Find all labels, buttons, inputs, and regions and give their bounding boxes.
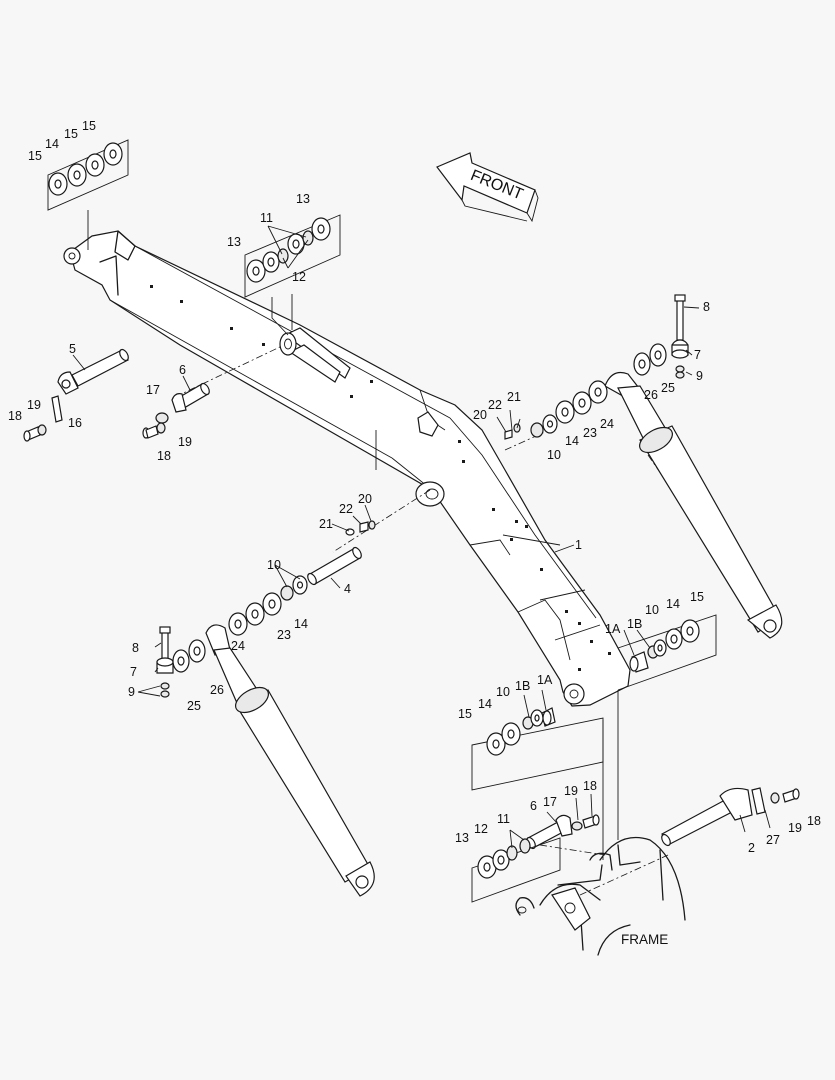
- callout: 1A: [605, 622, 621, 636]
- callout: 17: [146, 383, 160, 397]
- callout: 14: [565, 434, 579, 448]
- left-cylinder: [205, 624, 375, 897]
- callout: 18: [8, 409, 22, 423]
- callout: 4: [344, 582, 351, 596]
- washers-bottom-right: [617, 614, 717, 840]
- callout: 21: [507, 390, 521, 404]
- callout: 11: [497, 812, 510, 826]
- callout: 23: [583, 426, 597, 440]
- callout: 19: [564, 784, 578, 798]
- front-arrow: FRONT: [436, 152, 539, 223]
- callout: 13: [455, 831, 469, 845]
- pin-6-bottom: [526, 814, 600, 850]
- callout: 15: [458, 707, 472, 721]
- callout: 13: [296, 192, 310, 206]
- callout: 8: [132, 641, 139, 655]
- callout: 13: [227, 235, 241, 249]
- callout: 19: [178, 435, 192, 449]
- callout: 1B: [515, 679, 530, 693]
- frame-label: FRAME: [621, 932, 668, 947]
- callout: 20: [358, 492, 372, 506]
- callout: 18: [583, 779, 597, 793]
- callout: 16: [68, 416, 82, 430]
- callout: 1: [575, 538, 582, 552]
- callout: 14: [294, 617, 308, 631]
- callout: 18: [157, 449, 171, 463]
- callout: 10: [496, 685, 510, 699]
- callout: 19: [788, 821, 802, 835]
- callout: 7: [694, 348, 701, 362]
- callout: 15: [64, 127, 78, 141]
- callout: 6: [179, 363, 186, 377]
- pin-6-top: [142, 382, 210, 439]
- pin-4: [307, 520, 376, 586]
- callout: 14: [666, 597, 680, 611]
- callout: 18: [807, 814, 821, 828]
- callout: 24: [231, 639, 245, 653]
- callout: 6: [530, 799, 537, 813]
- callout: 25: [661, 381, 675, 395]
- boom-body: [63, 230, 631, 707]
- callout: 24: [600, 417, 614, 431]
- washers-middle-right: [504, 343, 667, 440]
- callout: 25: [187, 699, 201, 713]
- callout: 11: [260, 211, 273, 225]
- callout: 10: [267, 558, 281, 572]
- callout: 7: [130, 665, 137, 679]
- callout: 23: [277, 628, 291, 642]
- callout: 15: [690, 590, 704, 604]
- washers-top-middle: [244, 214, 341, 336]
- callout: 9: [128, 685, 135, 699]
- callout: 10: [547, 448, 561, 462]
- frame-outline: FRAME: [515, 836, 686, 956]
- callout: 26: [210, 683, 224, 697]
- callout: 17: [543, 795, 557, 809]
- callout: 26: [644, 388, 658, 402]
- callout: 10: [645, 603, 659, 617]
- callout: 1A: [537, 673, 553, 687]
- callout: 20: [473, 408, 487, 422]
- washers-top-left: [47, 139, 129, 250]
- callout: 9: [696, 369, 703, 383]
- washers-bottom-frame: [471, 837, 561, 903]
- callout: 12: [474, 822, 488, 836]
- callout-labels: 1 1A 1B 1A 1B 2 4 5 6 6 7 7 8 8 9 9 10 1…: [8, 119, 821, 855]
- right-cylinder: [604, 371, 783, 639]
- callout: 14: [478, 697, 492, 711]
- washers-bottom-left: [471, 707, 604, 860]
- pin-2: [661, 787, 800, 847]
- callout: 19: [27, 398, 41, 412]
- callout: 22: [339, 502, 353, 516]
- pin-5: [23, 348, 129, 442]
- callout: 21: [319, 517, 333, 531]
- callout: 12: [292, 270, 306, 284]
- callout: 14: [45, 137, 59, 151]
- leader-lines: [72, 225, 771, 849]
- callout: 2: [748, 841, 755, 855]
- callout: 15: [28, 149, 42, 163]
- bolt-assembly-right: [671, 294, 689, 379]
- callout: 1B: [627, 617, 642, 631]
- callout: 15: [82, 119, 96, 133]
- callout: 27: [766, 833, 780, 847]
- callout: 5: [69, 342, 76, 356]
- callout: 8: [703, 300, 710, 314]
- callout: 22: [488, 398, 502, 412]
- washers-middle-left: [172, 575, 308, 673]
